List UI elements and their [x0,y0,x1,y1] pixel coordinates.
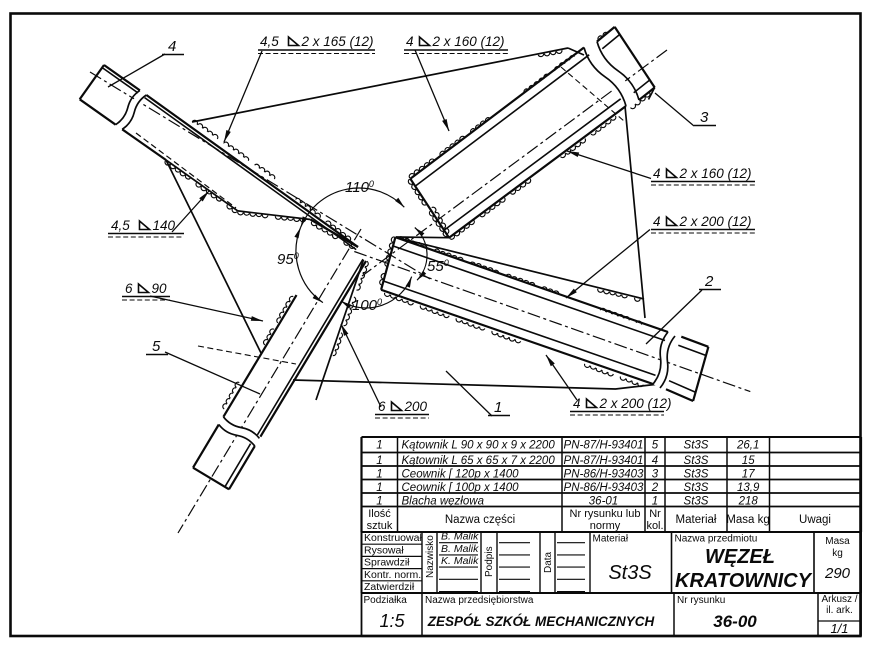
svg-text:2 x 160 (12): 2 x 160 (12) [432,34,505,49]
svg-text:2 x 200 (12): 2 x 200 (12) [599,396,672,411]
svg-text:Data: Data [543,551,554,573]
svg-text:Nazwa przedsiębiorstwa: Nazwa przedsiębiorstwa [425,595,534,606]
svg-text:2 x 165 (12): 2 x 165 (12) [301,34,374,49]
svg-text:Zatwierdził: Zatwierdził [364,581,415,593]
svg-text:Podziałka: Podziałka [364,595,408,606]
svg-text:4: 4 [652,455,658,467]
svg-text:kol.: kol. [646,520,663,532]
svg-text:950: 950 [277,251,299,268]
svg-text:Masa kg: Masa kg [726,514,769,526]
svg-text:ZESPÓŁ SZKÓŁ MECHANICZNYCH: ZESPÓŁ SZKÓŁ MECHANICZNYCH [427,614,655,629]
svg-text:Sprawdził: Sprawdził [364,557,410,569]
svg-text:550: 550 [427,258,449,275]
svg-text:Uwagi: Uwagi [799,514,831,526]
svg-text:Konstruował: Konstruował [364,532,422,544]
svg-text:Nr rysunku lub: Nr rysunku lub [570,508,641,520]
svg-text:2: 2 [704,273,714,290]
svg-text:Blacha węzłowa: Blacha węzłowa [402,496,484,508]
svg-text:St3S: St3S [684,482,709,494]
svg-text:17: 17 [742,469,755,481]
svg-text:1: 1 [376,455,382,467]
svg-text:Kątownik L 90 x 90 x 9 x 2200: Kątownik L 90 x 90 x 9 x 2200 [402,440,556,452]
svg-text:2 x 200 (12): 2 x 200 (12) [679,214,752,229]
svg-text:WĘZEŁ: WĘZEŁ [705,546,775,568]
svg-text:Rysował: Rysował [364,544,404,556]
svg-text:PN-87/H-93401: PN-87/H-93401 [564,440,644,452]
svg-text:Nazwisko: Nazwisko [425,535,436,578]
svg-text:Nr rysunku: Nr rysunku [677,595,725,606]
svg-text:2: 2 [651,482,659,494]
svg-text:15: 15 [742,455,755,467]
svg-text:90: 90 [152,281,168,296]
svg-text:1: 1 [494,399,502,416]
svg-text:1000: 1000 [352,297,382,314]
svg-text:St3S: St3S [608,562,652,584]
svg-text:1: 1 [376,482,382,494]
svg-text:140: 140 [153,218,176,233]
svg-text:5: 5 [152,338,161,355]
svg-text:St3S: St3S [684,496,709,508]
svg-text:1: 1 [376,440,382,452]
svg-text:Kątownik L 65 x 65 x 7 x 2200: Kątownik L 65 x 65 x 7 x 2200 [402,455,556,467]
svg-text:kg: kg [832,548,843,559]
svg-text:Nr: Nr [649,508,661,520]
svg-text:B. Malik: B. Malik [441,531,479,543]
svg-text:1:5: 1:5 [379,611,405,631]
svg-text:Nazwa części: Nazwa części [445,514,515,526]
svg-text:1: 1 [376,469,382,481]
svg-text:36-01: 36-01 [589,496,618,508]
svg-text:5: 5 [652,440,659,452]
svg-text:36-00: 36-00 [713,612,757,631]
svg-text:Materiał: Materiał [676,514,717,526]
svg-text:Ceownik [ 100p x 1400: Ceownik [ 100p x 1400 [402,482,520,494]
svg-text:1/1: 1/1 [830,621,848,636]
svg-text:PN-86/H-93403: PN-86/H-93403 [564,469,645,481]
svg-text:4: 4 [573,396,581,411]
svg-text:Arkusz /: Arkusz / [821,594,857,605]
svg-text:4: 4 [406,34,414,49]
svg-text:St3S: St3S [684,469,709,481]
svg-text:6: 6 [125,281,133,296]
svg-text:KRATOWNICY: KRATOWNICY [675,570,813,592]
svg-text:4: 4 [653,214,661,229]
svg-text:1100: 1100 [345,179,374,196]
svg-text:4: 4 [653,166,661,181]
svg-text:sztuk: sztuk [367,520,393,532]
svg-text:il. ark.: il. ark. [826,605,853,616]
svg-text:4,5: 4,5 [260,34,279,49]
svg-text:4,5: 4,5 [111,218,130,233]
svg-text:Ilość: Ilość [368,508,391,520]
svg-text:1: 1 [376,496,382,508]
svg-text:3: 3 [652,469,659,481]
svg-text:Masa: Masa [825,536,850,547]
svg-text:200: 200 [404,399,428,414]
svg-text:PN-87/H-93401: PN-87/H-93401 [564,455,644,467]
svg-text:6: 6 [378,399,386,414]
svg-text:B. Malik: B. Malik [441,543,479,555]
svg-text:1: 1 [652,496,658,508]
svg-text:26,1: 26,1 [736,440,759,452]
svg-text:Ceownik [ 120p x 1400: Ceownik [ 120p x 1400 [402,469,520,481]
svg-text:Kontr. norm.: Kontr. norm. [364,569,421,581]
svg-text:Podpis: Podpis [484,546,495,577]
svg-text:290: 290 [824,565,851,582]
svg-text:St3S: St3S [684,455,709,467]
svg-text:2 x 160 (12): 2 x 160 (12) [679,166,752,181]
svg-text:3: 3 [700,109,709,126]
svg-text:normy: normy [590,520,621,532]
svg-text:Materiał: Materiał [593,534,629,545]
svg-text:Nazwa przedmiotu: Nazwa przedmiotu [675,534,758,545]
svg-text:218: 218 [738,496,759,508]
svg-text:13,9: 13,9 [737,482,760,494]
svg-text:K. Malik: K. Malik [441,555,479,567]
svg-text:4: 4 [168,38,176,55]
svg-text:St3S: St3S [684,440,709,452]
svg-text:PN-86/H-93403: PN-86/H-93403 [564,482,645,494]
